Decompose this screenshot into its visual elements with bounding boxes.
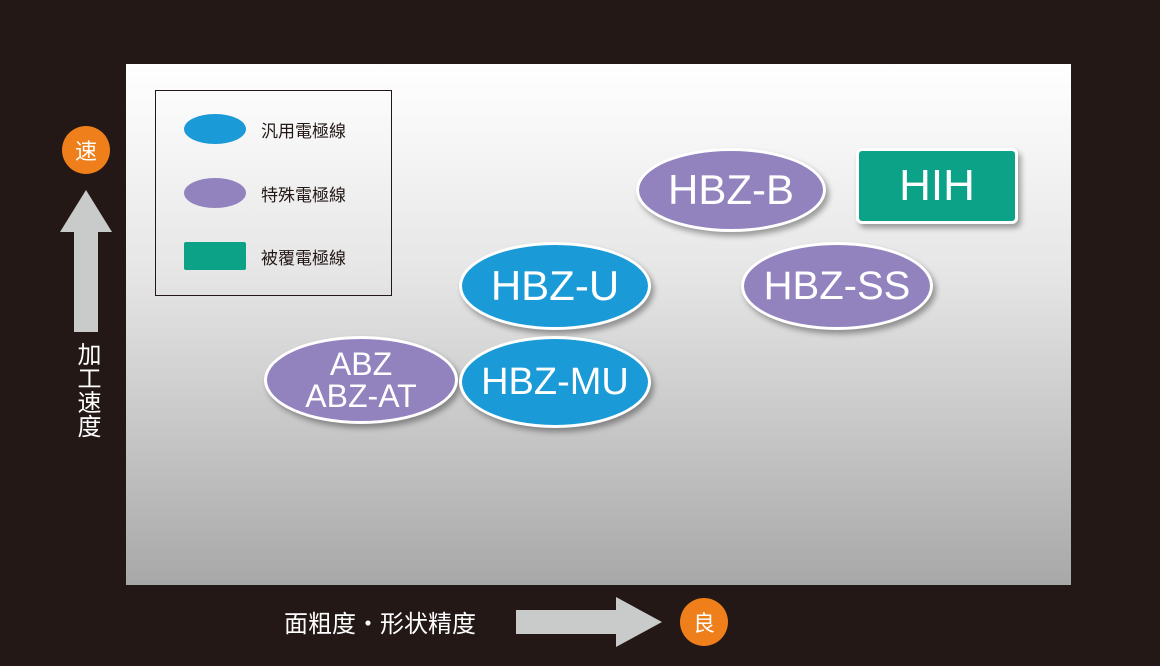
speed-high-badge: 速: [62, 126, 110, 174]
node-hih: HIH: [856, 148, 1018, 224]
legend-swatch-purple-ellipse: [184, 178, 246, 208]
node-hbz-mu: HBZ-MU: [459, 336, 651, 428]
quality-good-badge: 良: [680, 598, 728, 646]
legend-item-general: 汎用電極線: [184, 112, 346, 146]
legend: 汎用電極線 特殊電極線 被覆電極線: [155, 90, 392, 296]
node-hbz-u: HBZ-U: [459, 242, 651, 330]
legend-item-special: 特殊電極線: [184, 176, 346, 210]
node-hbz-ss: HBZ-SS: [741, 242, 933, 330]
node-hbz-b: HBZ-B: [636, 148, 826, 232]
legend-swatch-blue-ellipse: [184, 114, 246, 144]
legend-label: 汎用電極線: [261, 121, 346, 142]
node-abz-abz-at: ABZ ABZ-AT: [264, 336, 458, 424]
legend-label: 特殊電極線: [261, 185, 346, 206]
legend-label: 被覆電極線: [261, 248, 346, 269]
right-arrow-icon: [516, 597, 662, 647]
x-axis-label: 面粗度・形状精度: [284, 610, 476, 638]
legend-swatch-green-rect: [184, 242, 246, 270]
up-arrow-icon: [60, 190, 112, 332]
legend-item-coated: 被覆電極線: [184, 239, 346, 273]
y-axis-label: 加工速度: [73, 342, 101, 438]
